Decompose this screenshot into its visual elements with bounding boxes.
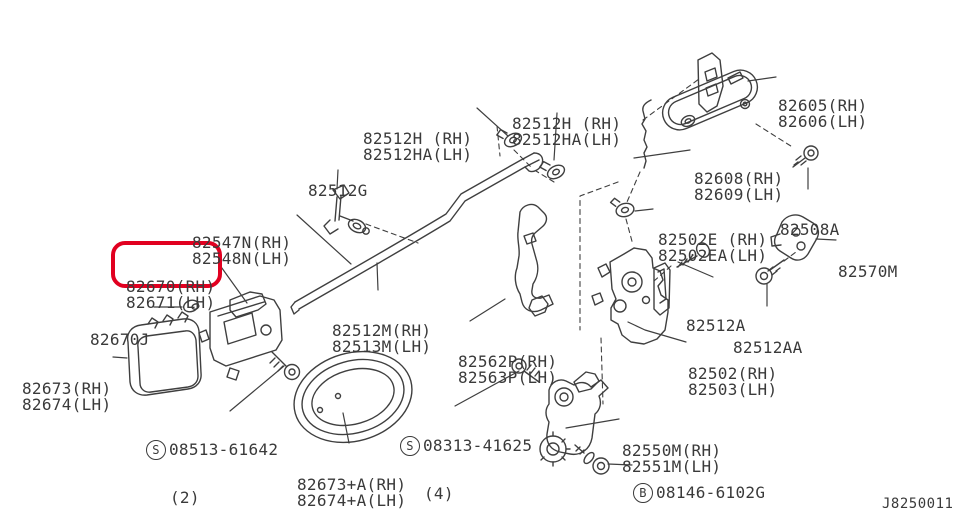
part-label-82512a[interactable]: 82512A bbox=[686, 316, 746, 335]
screw-08313-icon bbox=[511, 358, 540, 383]
part-label-82673a[interactable]: 82673+A(RH)82674+A(LH) bbox=[297, 475, 407, 510]
inside-handle-drawing bbox=[198, 291, 283, 381]
part-label-82547n[interactable]: 82547N(RH)82548N(LH) bbox=[192, 233, 292, 268]
part-label-82512h-left[interactable]: 82512H (RH)82512HA(LH) bbox=[363, 129, 473, 164]
part-label-82673[interactable]: 82673(RH)82674(LH) bbox=[22, 379, 112, 414]
circled-s-icon: S bbox=[146, 440, 166, 460]
handle-bezel-drawing bbox=[126, 311, 202, 396]
part-label-82512g[interactable]: 82512G bbox=[308, 181, 368, 200]
part-label-82502[interactable]: 82502(RH)82503(LH) bbox=[688, 364, 778, 399]
circled-s-icon: S bbox=[400, 436, 420, 456]
outside-handle-drawing bbox=[661, 52, 759, 131]
rod-clip-icon bbox=[496, 128, 566, 180]
part-label-82605[interactable]: 82605(RH)82606(LH) bbox=[778, 96, 868, 131]
circled-b-icon: B bbox=[633, 483, 653, 503]
rod-guide-bracket-drawing bbox=[323, 184, 370, 235]
lock-rod-drawing bbox=[290, 152, 544, 315]
part-label-82508a[interactable]: 82508A bbox=[780, 220, 840, 239]
part-label-82670-highlighted[interactable]: 82670(RH)82671(LH) bbox=[126, 277, 216, 312]
part-label-82512h-right[interactable]: 82512H (RH)82512HA(LH) bbox=[512, 114, 622, 149]
bolt-08146-icon bbox=[574, 444, 610, 475]
part-label-82512aa[interactable]: 82512AA bbox=[733, 338, 803, 357]
clip-82502e-icon bbox=[609, 197, 635, 218]
door-lock-assembly-drawing bbox=[591, 247, 671, 345]
part-label-82570m[interactable]: 82570M bbox=[838, 262, 898, 281]
screw-82512a-icon bbox=[676, 242, 711, 268]
figure-code: J8250011 bbox=[882, 496, 954, 512]
part-label-82512m[interactable]: 82512M(RH)82513M(LH) bbox=[332, 321, 432, 356]
part-label-82502e[interactable]: 82502E (RH)82502EA(LH) bbox=[658, 230, 768, 265]
grommet-icon bbox=[183, 299, 200, 313]
part-label-82670j[interactable]: 82670J bbox=[90, 330, 150, 349]
handle-rod-drawing bbox=[641, 99, 652, 169]
screw-08513-icon bbox=[269, 351, 301, 381]
screw-82512aa-icon bbox=[755, 259, 785, 285]
lock-guide-drawing bbox=[514, 203, 554, 317]
part-label-82562p[interactable]: 82562P(RH)82563P(LH) bbox=[458, 352, 558, 387]
lock-striker-drawing bbox=[770, 214, 820, 261]
part-label-82550m[interactable]: 82550M(RH)82551M(LH) bbox=[622, 441, 722, 476]
leader-lines bbox=[112, 76, 837, 466]
lock-actuator-drawing bbox=[539, 371, 609, 467]
screw-82508a-icon bbox=[792, 145, 819, 168]
escutcheon-drawing bbox=[293, 350, 413, 444]
part-label-82608[interactable]: 82608(RH)82609(LH) bbox=[694, 169, 784, 204]
dashed-reference-lines bbox=[365, 78, 797, 405]
